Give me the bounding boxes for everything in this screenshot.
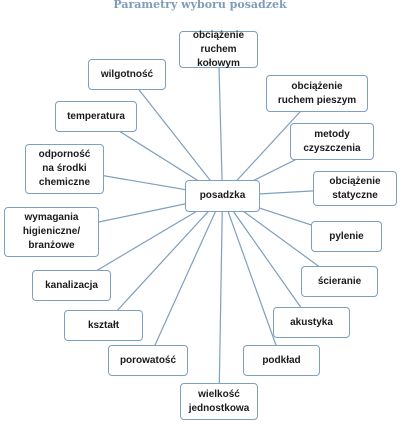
connector-line-n7 [222, 195, 312, 323]
node-temperatura: temperatura [55, 101, 137, 132]
connector-line-n11 [103, 195, 223, 326]
connector-line-n1 [217, 49, 224, 197]
node-scieranie: ścieranie [301, 266, 378, 297]
node-metody-czyszczenia: metody czyszczenia [290, 123, 374, 160]
node-podklad: podkład [243, 345, 320, 376]
node-pylenie: pylenie [311, 221, 382, 252]
connector-line-n9 [218, 195, 224, 402]
connector-line-n8 [221, 195, 283, 361]
connector-line-n16 [126, 74, 223, 197]
node-obciazenie-statyczne: obciążenie statyczne [313, 171, 397, 206]
node-wymagania-higieniczne: wymagania higieniczne/ branżowe [4, 207, 99, 257]
node-odpornosc-chemiczna: odporność na środki chemiczne [25, 144, 104, 194]
node-ksztalt: kształt [64, 310, 143, 341]
node-obciazenie-ruchem-kolowym: obciążenie ruchem kołowym [179, 30, 258, 69]
diagram-title: Parametry wyboru posadzek [113, 0, 287, 11]
node-kanalizacja: kanalizacja [32, 270, 111, 301]
node-porowatosc: porowatość [108, 345, 188, 376]
node-akustyka: akustyka [273, 307, 350, 338]
node-obciazenie-ruchem-pieszym: obciążenie ruchem pieszym [266, 75, 368, 112]
center-node: posadzka [185, 180, 260, 212]
node-wilgotnosc: wilgotność [88, 59, 166, 90]
node-wielkosc-jednostkowa: wielkość jednostkowa [180, 383, 258, 420]
connector-line-n10 [147, 195, 224, 361]
